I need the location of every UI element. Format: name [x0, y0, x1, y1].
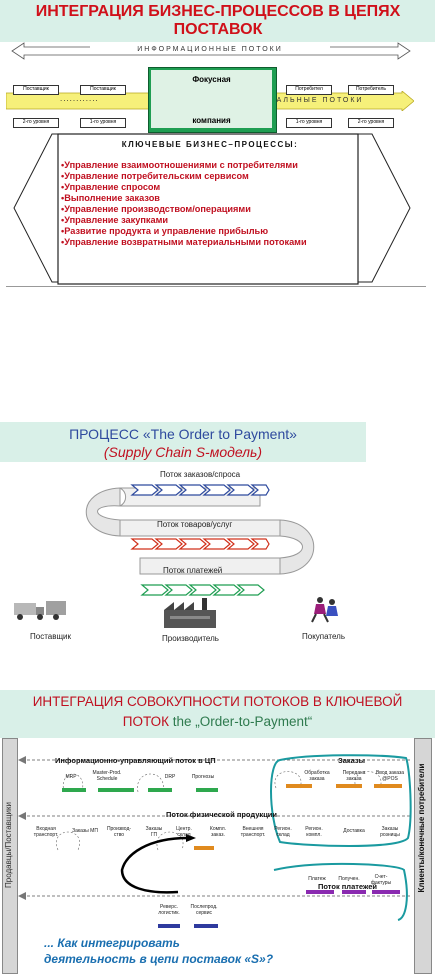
outer-transport-node: Внешняя транспорт.: [240, 826, 266, 838]
flow-dots: ............: [60, 94, 99, 103]
slide1-title-line2: ПОСТАВОК: [173, 21, 263, 38]
central-node: Центр. склад: [176, 826, 192, 838]
slide2-title: ПРОЦЕСС «The Order to Payment»: [69, 426, 297, 442]
invoice-node: Счет-фактуры: [370, 874, 392, 886]
drp-node: DRP: [164, 774, 176, 780]
region-compl-node: Регион. компл.: [305, 826, 323, 838]
slide3-title-banner: [0, 690, 435, 738]
info-flow-label: ИНФОРМАЦИОННЫЕ ПОТОКИ: [90, 46, 330, 53]
key-processes-title: КЛЮЧЕВЫЕ БИЗНЕС–ПРОЦЕССЫ:: [121, 140, 299, 149]
slide3-title: ИНТЕГРАЦИЯ СОВОКУПНОСТИ ПОТОКОВ В КЛЮЧЕВ…: [0, 692, 435, 732]
received-node: Получен.: [338, 876, 360, 882]
goods-flow-label: Поток товаров/услуг: [157, 520, 233, 529]
process-item: •Выполнение заказов: [61, 193, 160, 203]
orders-mp-node: Заказы МП: [72, 828, 98, 834]
suppliers-bar-label: Продавцы/Поставщики: [4, 802, 13, 888]
retail-node: Заказы розницы: [380, 826, 400, 838]
process-item: •Развитие продукта и управление прибылью: [61, 226, 269, 236]
customers-bar-label: Клиенты/конечные потребители: [417, 763, 426, 893]
slide3-title-line2: ПОТОК the „Order-to-Payment“: [122, 714, 313, 729]
suppliers-bar: [2, 738, 18, 974]
region-node: Регион. склад: [274, 826, 292, 838]
buyer-label: Покупатель: [302, 632, 345, 641]
slide2-title-banner: [0, 422, 366, 462]
question-line1: ... Как интегрировать: [44, 936, 180, 950]
after-sales-node: Послепрод. сервис: [190, 904, 218, 916]
slide3-title-line1: ИНТЕГРАЦИЯ СОВОКУПНОСТИ ПОТОКОВ В КЛЮЧЕВ…: [32, 694, 403, 709]
slide1-title: ИНТЕГРАЦИЯ БИЗНЕС-ПРОЦЕССОВ В ЦЕПЯХ ПОСТ…: [8, 3, 428, 39]
process-item: •Управление спросом: [61, 182, 161, 192]
payments-flow-label: Поток платежей: [163, 566, 223, 575]
payments-chevrons: [140, 584, 265, 596]
supplier-2-level: 2-го уровня: [13, 118, 59, 128]
goods-chevrons: [130, 538, 270, 550]
factory-icon: [164, 598, 216, 628]
enter-order-node: Ввод заказа @POS: [375, 770, 405, 782]
producer-label: Производитель: [162, 634, 219, 643]
consumer-1-level: 1-го уровня: [286, 118, 332, 128]
question-line2: деятельность в цепи поставок «S»?: [44, 952, 274, 966]
supplier-2-box: Поставщик: [13, 85, 59, 95]
buyer-icon: [311, 597, 338, 623]
inbound-node: Входная транспорт.: [33, 826, 59, 838]
payment-node: Платеж: [308, 876, 326, 882]
slide2-subtitle: (Supply Chain S-модель): [103, 444, 263, 460]
consumer-2-box: Потребитель: [348, 85, 394, 95]
process-order-node: Обработка заказа: [304, 770, 330, 782]
customers-bar: [414, 738, 432, 974]
transfer-order-node: Передача заказа: [342, 770, 366, 782]
payments-flow-label: Поток платежей: [318, 882, 377, 891]
key-processes-hexagon: [13, 133, 411, 285]
slide1-divider: [6, 286, 426, 287]
mrp-node: MRP: [65, 774, 77, 780]
supplier-label: Поставщик: [30, 632, 72, 641]
physical-flow-label: Поток физической продукции: [166, 810, 278, 819]
process-item: •Управление закупками: [61, 215, 169, 225]
truck-icon: [14, 601, 66, 620]
info-flow-label: Информационно-управляющий поток в ЦП: [55, 756, 216, 765]
master-schedule-node: Master-Prod. Schedule: [92, 770, 122, 782]
process-item: •Управление потребительским сервисом: [61, 171, 249, 181]
production-node: Производ-ство: [106, 826, 132, 838]
focus-label-top: Фокусная: [192, 75, 231, 84]
orders-chevrons: [130, 484, 270, 496]
focus-label-bottom: компания: [192, 116, 231, 125]
process-item: •Управление производством/операциями: [61, 204, 251, 214]
consumer-2-level: 2-го уровня: [348, 118, 394, 128]
orders-label: Заказы: [338, 756, 366, 765]
process-item: •Управление возвратными материальными по…: [61, 237, 307, 247]
supplier-1-box: Поставщик: [80, 85, 126, 95]
forecast-node: Прогнозы: [191, 774, 215, 780]
reverse-node: Реверс. логистик.: [158, 904, 180, 916]
orders-g-node: Заказы ГП: [145, 826, 163, 838]
process-item: •Управление взаимоотношениями с потребит…: [61, 160, 298, 170]
compl-node: Компл. заказ.: [209, 826, 227, 838]
flows-diagram: [18, 754, 412, 928]
key-processes-list: •Управление взаимоотношениями с потребит…: [61, 160, 307, 248]
material-flow-label: МАТЕРИАЛЬНЫЕ ПОТОКИ: [236, 97, 364, 104]
s-model-diagram: [85, 487, 315, 575]
slide1-title-banner: [0, 0, 435, 42]
consumer-1-box: Потребител: [286, 85, 332, 95]
slide1-title-line1: ИНТЕГРАЦИЯ БИЗНЕС-ПРОЦЕССОВ В ЦЕПЯХ: [35, 3, 401, 20]
orders-flow-label: Поток заказов/спроса: [160, 470, 241, 479]
delivery-node: Доставка: [343, 828, 365, 834]
supplier-1-level: 1-го уровня: [80, 118, 126, 128]
